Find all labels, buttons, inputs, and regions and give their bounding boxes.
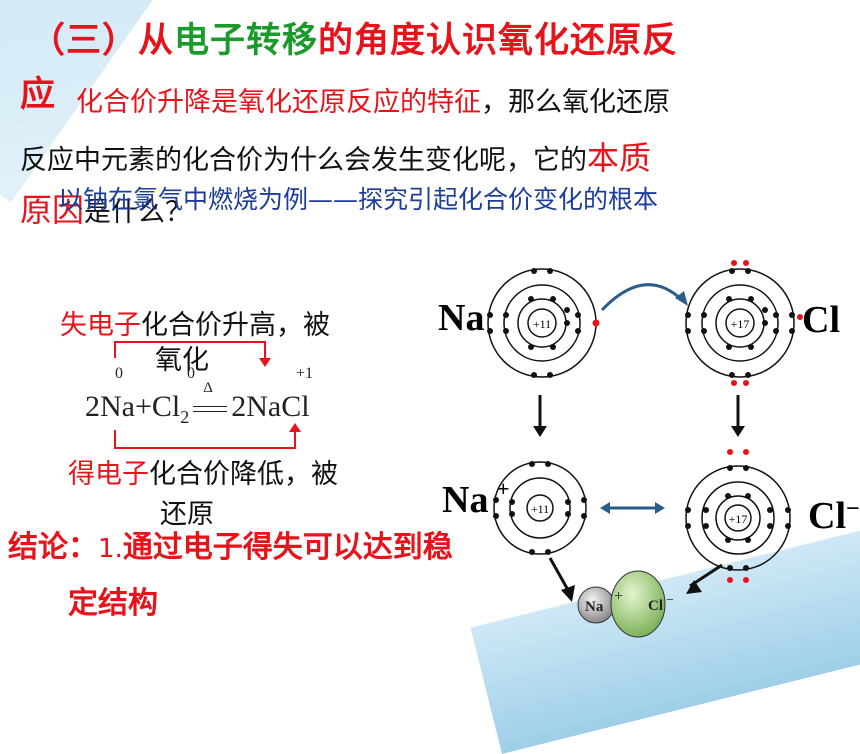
equation-equals: Δ <box>189 380 231 424</box>
body-line-3-red: 原因 <box>20 191 85 229</box>
body-line-2: 反应中元素的化合价为什么会发生变化呢，它的本质 <box>20 133 651 179</box>
conclusion-number: 1. <box>98 534 123 564</box>
electron-transfer-arrow <box>600 283 684 312</box>
gain-electron-text-2: 还原 <box>160 499 214 530</box>
gain-electron-text: 化合价降低，被 <box>149 459 338 490</box>
delta-symbol: Δ <box>203 380 213 396</box>
na-symbol: Na <box>438 297 484 339</box>
gain-arrowhead <box>289 423 301 432</box>
ox-state-nacl: +1 <box>296 365 314 382</box>
lose-arrowhead <box>259 358 271 367</box>
lose-electron-label: 失电子 <box>60 310 141 341</box>
title-part-2: 电子转移 <box>174 21 319 61</box>
lose-bracket-arrow <box>114 341 266 360</box>
cl-nucleus-label: +17 <box>731 317 750 331</box>
gain-electron-label: 得电子 <box>68 459 149 490</box>
na-nucleus-label: +11 <box>533 317 551 331</box>
title-part-1: （三）从 <box>30 21 175 61</box>
body-line-2-red: 本质 <box>587 139 652 177</box>
cl-ion-symbol: Cl <box>808 495 846 537</box>
conclusion-line-2: 定结构 <box>68 586 158 621</box>
body-line-1-red: 化合价升降是氧化还原反应的特征 <box>76 87 481 118</box>
ox-state-cl: 0 <box>187 365 195 382</box>
gain-bracket-arrow <box>114 430 296 449</box>
equation-subscript: 2 <box>180 407 190 427</box>
cl-ion-nucleus-label: +17 <box>729 512 748 526</box>
sphere-na-label: Na <box>585 599 604 615</box>
sphere-na-charge: + <box>614 588 623 605</box>
body-line-3-black: 是什么？ <box>84 197 193 228</box>
equation-arrows <box>114 341 301 449</box>
na-ion-nucleus-label: +11 <box>531 502 549 516</box>
body-line-3: 原因是什么？ <box>20 185 192 231</box>
cl-symbol: Cl <box>802 299 840 341</box>
gain-electron-line: 得电子化合价降低，被 <box>68 452 338 491</box>
ox-state-na: 0 <box>115 365 123 382</box>
sodium-ion: +11 <box>493 461 587 555</box>
lose-electron-line: 失电子化合价升高，被 <box>60 303 330 342</box>
equation-reactants: 2Na+Cl <box>85 390 181 423</box>
body-line-1-black: ，那么氧化还原 <box>481 87 670 118</box>
atom-diagram: +11 Na +17 <box>438 260 860 638</box>
lose-electron-text-2: 氧化 <box>155 345 209 376</box>
conclusion-label: 结论： <box>8 530 98 565</box>
na-ion-charge: + <box>497 476 510 501</box>
conclusion-text-1: 通过电子得失可以达到稳 <box>122 530 453 565</box>
title-part-3: 的角度认识氧化还原反 <box>318 21 679 61</box>
blue-subtitle: 以钠在氯气中燃烧为例——探究引起化合价变化的根本 <box>58 185 659 214</box>
cl-ion-sphere <box>610 570 666 638</box>
chlorine-atom: +17 <box>685 260 803 386</box>
equation-product: 2NaCl <box>231 390 310 423</box>
sodium-atom: +11 <box>487 268 600 378</box>
conclusion-line-1: 结论：1.通过电子得失可以达到稳 <box>8 522 453 566</box>
na-ion-symbol: Na <box>442 479 488 521</box>
body-line-1: 化合价升降是氧化还原反应的特征，那么氧化还原 <box>76 80 670 119</box>
cl-ion-charge: − <box>846 496 860 522</box>
sphere-cl-charge: − <box>666 593 674 608</box>
lose-electron-text: 化合价升高，被 <box>141 310 330 341</box>
body-line-2-black: 反应中元素的化合价为什么会发生变化呢，它的 <box>20 145 587 176</box>
chloride-ion: +17 <box>685 449 791 583</box>
title-part-4: 应 <box>20 75 56 115</box>
sphere-cl-label: Cl <box>648 598 663 614</box>
slide-title: （三）从电子转移的角度认识氧化还原反 <box>30 12 678 63</box>
